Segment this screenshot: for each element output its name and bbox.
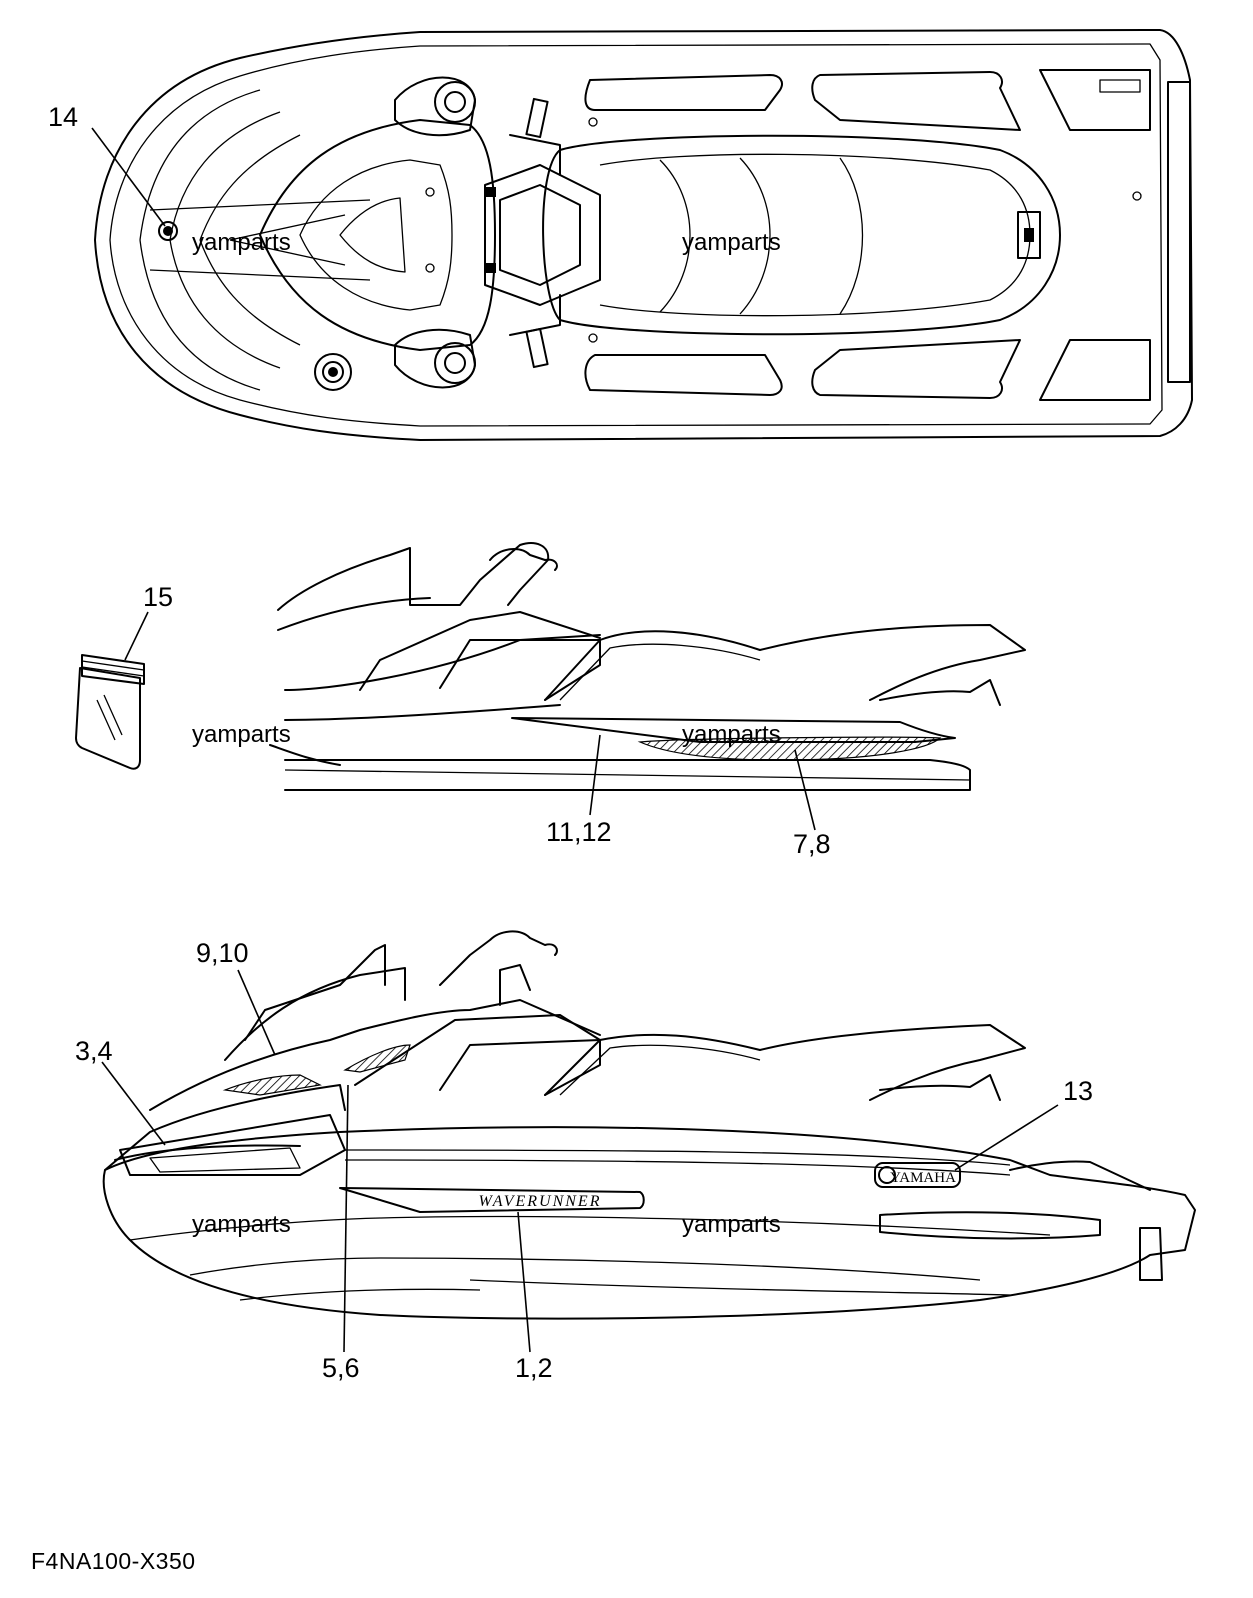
side-view-watercraft: WAVERUNNER YAMAHA — [102, 930, 1196, 1320]
watermark-5: yamparts — [192, 1211, 291, 1238]
leader-1-2 — [517, 1211, 531, 1353]
callout-13: 13 — [1063, 1076, 1093, 1106]
callout-labels: 14 15 11,12 7,8 9,10 3,4 13 5,6 1,2 — [48, 102, 1093, 1383]
leader-13 — [954, 1104, 1059, 1171]
side-detail-watercraft — [269, 542, 1026, 791]
watermark-1: yamparts — [192, 229, 291, 256]
callout-15: 15 — [143, 582, 173, 612]
callout-14: 14 — [48, 102, 78, 132]
top-view-watercraft — [94, 29, 1193, 441]
leader-15 — [124, 611, 149, 661]
leader-14 — [91, 127, 166, 227]
leader-5-6 — [343, 1084, 349, 1353]
callout-1-2: 1,2 — [515, 1353, 553, 1383]
document-bag — [75, 654, 145, 770]
leader-lines — [91, 127, 1059, 1353]
watermark-6: yamparts — [682, 1211, 781, 1238]
yamaha-decal-text: YAMAHA — [890, 1170, 956, 1186]
watermark-3: yamparts — [192, 721, 291, 748]
waverunner-decal-text: WAVERUNNER — [479, 1193, 602, 1210]
leader-7-8 — [794, 749, 816, 831]
watermarks: yamparts yamparts yamparts yamparts yamp… — [192, 229, 781, 1238]
figure-code: F4NA100-X350 — [31, 1548, 196, 1574]
leader-11-12 — [589, 734, 601, 816]
callout-9-10: 9,10 — [196, 938, 249, 968]
callout-3-4: 3,4 — [75, 1036, 113, 1066]
leader-3-4 — [101, 1061, 166, 1146]
callout-5-6: 5,6 — [322, 1353, 360, 1383]
watermark-2: yamparts — [682, 229, 781, 256]
callout-7-8: 7,8 — [793, 829, 831, 859]
callout-11-12: 11,12 — [546, 817, 612, 847]
watermark-4: yamparts — [682, 721, 781, 748]
leader-9-10 — [237, 969, 276, 1056]
